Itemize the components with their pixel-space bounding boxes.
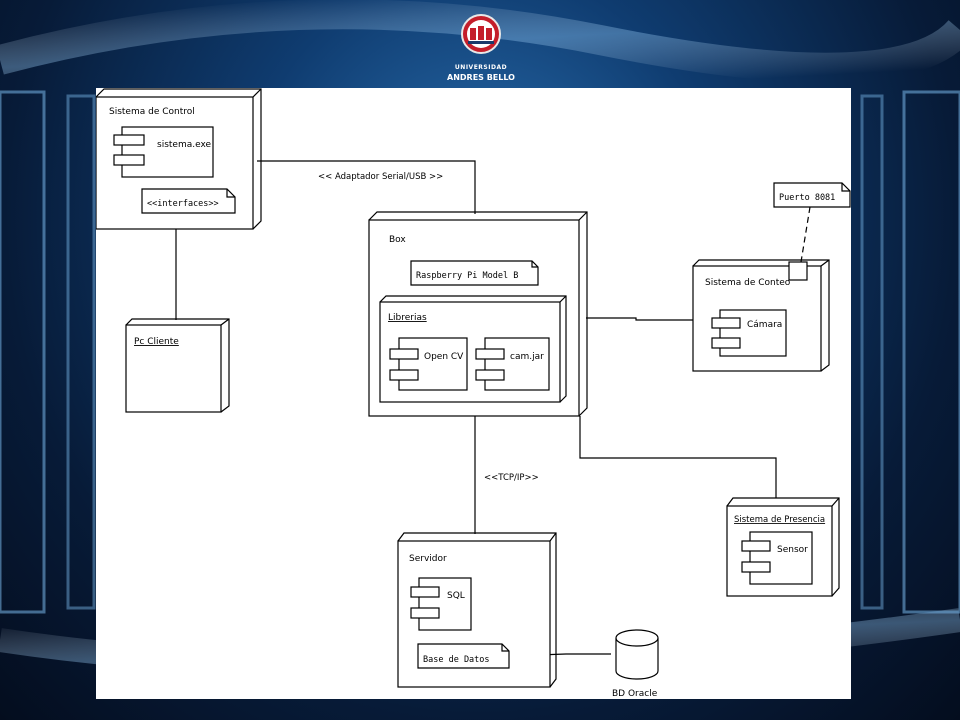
presencia-connector-line — [579, 416, 777, 498]
database-cylinder — [615, 629, 659, 680]
librerias-title: Librerias — [388, 313, 427, 323]
serial-connector-label: << Adaptador Serial/USB >> — [318, 172, 443, 182]
port-dashed-line — [800, 206, 811, 263]
puerto-note: Puerto 8081 — [779, 193, 835, 203]
pc-cliente-title: Pc Cliente — [134, 337, 179, 347]
node-sistema-presencia — [726, 497, 840, 597]
sistema-exe-label: sistema.exe — [157, 140, 212, 150]
raspberry-note: Raspberry Pi Model B — [416, 271, 518, 281]
serial-connector-line — [257, 160, 476, 214]
tcp-connector-label: <<TCP/IP>> — [484, 473, 539, 483]
base-datos-note: Base de Datos — [423, 655, 490, 665]
diagram-canvas: Sistema de Control sistema.exe <<interfa… — [95, 88, 851, 699]
camara-label: Cámara — [747, 320, 782, 330]
node-pc-cliente — [125, 318, 230, 413]
university-logo: UNIVERSIDAD ANDRES BELLO — [446, 10, 516, 82]
deployment-diagram: Sistema de Control sistema.exe <<interfa… — [95, 88, 851, 699]
camjar-label: cam.jar — [510, 352, 544, 362]
sensor-label: Sensor — [777, 545, 808, 555]
node-sistema-conteo — [692, 182, 851, 372]
sistema-presencia-title: Sistema de Presencia — [734, 515, 825, 525]
sistema-conteo-title: Sistema de Conteo — [705, 278, 791, 288]
sistema-control-title: Sistema de Control — [109, 107, 195, 117]
interfaces-note: <<interfaces>> — [147, 199, 219, 209]
node-sistema-control — [95, 88, 262, 230]
shield-icon — [461, 14, 501, 54]
node-servidor — [397, 532, 557, 688]
servidor-title: Servidor — [409, 554, 447, 564]
opencv-label: Open CV — [424, 352, 464, 362]
bd-oracle-label: BD Oracle — [612, 689, 658, 699]
conteo-connector-line — [586, 317, 694, 321]
sql-label: SQL — [447, 591, 465, 601]
box-title: Box — [389, 235, 406, 245]
node-box — [368, 211, 588, 417]
logo-text-line1: UNIVERSIDAD — [454, 64, 508, 71]
logo-text-line2: ANDRES BELLO — [447, 73, 515, 82]
